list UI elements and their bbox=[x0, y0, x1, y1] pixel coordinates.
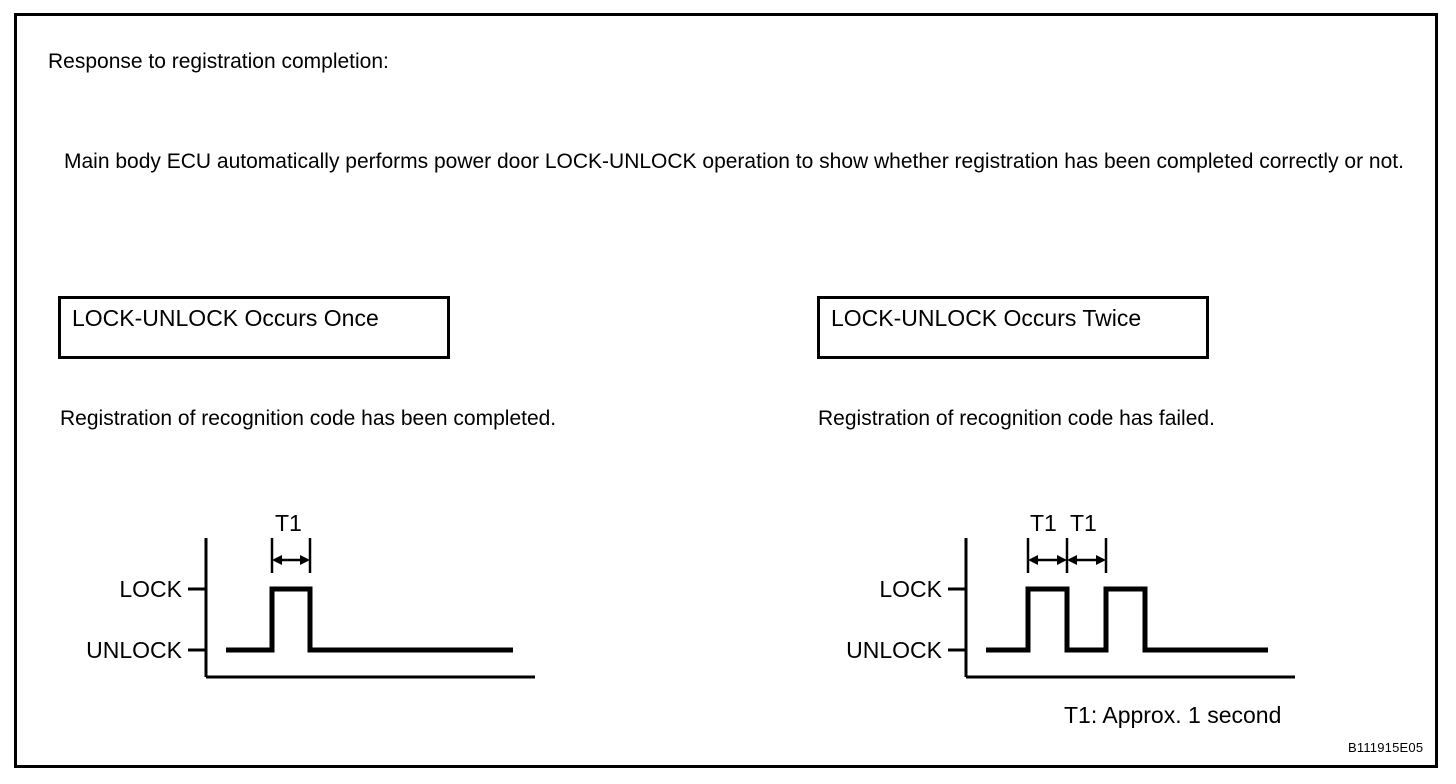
unlock-axis-label: UNLOCK bbox=[86, 637, 183, 663]
figure-id-label: B111915E05 bbox=[1348, 740, 1424, 755]
t1-arrowhead-right-first-icon bbox=[1057, 555, 1067, 565]
panel-caption-twice: Registration of recognition code has fai… bbox=[818, 407, 1215, 430]
panel-title-box-once: LOCK-UNLOCK Occurs Once bbox=[58, 296, 450, 359]
t1-footnote: T1: Approx. 1 second bbox=[1064, 702, 1282, 728]
page-title: Response to registration completion: bbox=[48, 50, 389, 73]
figure-border bbox=[14, 13, 1438, 768]
t1-annotation-label-second: T1 bbox=[1070, 510, 1097, 536]
waveform-path bbox=[986, 586, 1268, 653]
timing-chart-twice-svg: T1 T1 LOCK UNLOCK bbox=[846, 510, 1295, 679]
t1-arrowhead-left-second-icon bbox=[1067, 555, 1077, 565]
t1-annotation-label-first: T1 bbox=[1030, 510, 1057, 536]
t1-arrowhead-left-first-icon bbox=[1028, 555, 1038, 565]
intro-paragraph: Main body ECU automatically performs pow… bbox=[64, 150, 1404, 173]
timing-chart-twice: T1 T1 LOCK UNLOCK bbox=[820, 495, 1320, 695]
timing-chart-once: T1 LOCK UNLOCK bbox=[60, 495, 560, 695]
t1-arrowhead-left-icon bbox=[272, 555, 282, 565]
lock-axis-label: LOCK bbox=[879, 576, 942, 602]
t1-arrowhead-right-second-icon bbox=[1096, 555, 1106, 565]
waveform-path bbox=[226, 586, 513, 653]
lock-axis-label: LOCK bbox=[119, 576, 182, 602]
panel-caption-once: Registration of recognition code has bee… bbox=[60, 407, 557, 430]
timing-chart-once-svg: T1 LOCK UNLOCK bbox=[86, 510, 535, 679]
unlock-axis-label: UNLOCK bbox=[846, 637, 943, 663]
panel-title-label-once: LOCK-UNLOCK Occurs Once bbox=[72, 305, 379, 331]
panel-title-label-twice: LOCK-UNLOCK Occurs Twice bbox=[831, 305, 1142, 331]
panel-title-box-twice: LOCK-UNLOCK Occurs Twice bbox=[817, 296, 1209, 359]
t1-arrowhead-right-icon bbox=[300, 555, 310, 565]
t1-annotation-label: T1 bbox=[275, 510, 302, 536]
